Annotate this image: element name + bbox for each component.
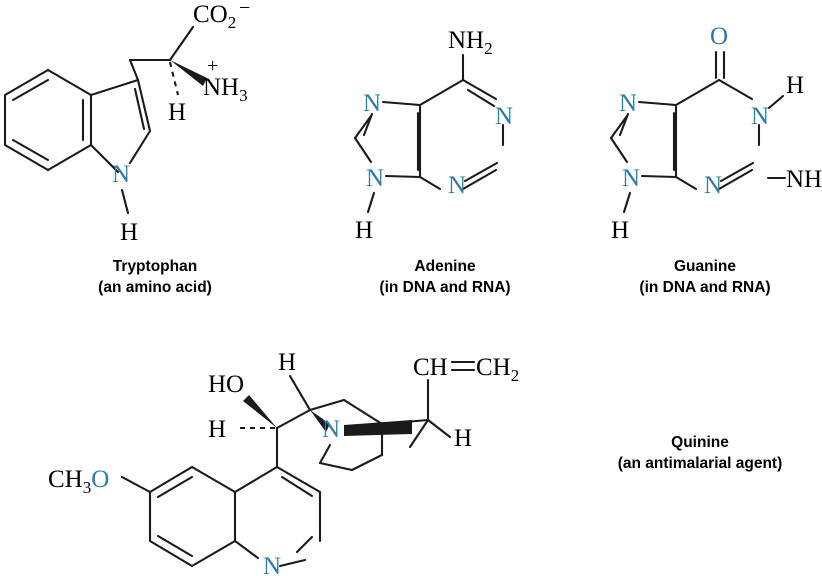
adenine-n9: N [366, 165, 384, 192]
adenine-pyrimidine-ring [418, 78, 505, 191]
adenine-n7: N [363, 90, 381, 117]
tryptophan-indole-nitrogen: N [112, 161, 130, 188]
guanine-n7: N [619, 90, 637, 117]
tryptophan-pyrrole-ring [89, 78, 152, 174]
structure-quinine: N CH3O HO H H [48, 349, 519, 576]
caption-tryptophan: Tryptophan (an amino acid) [20, 256, 290, 298]
guanine-pyrimidinone-ring [674, 78, 761, 191]
quinine-wedge-to-hydroxyl [243, 395, 277, 428]
tryptophan-alpha-hydrogen: H [168, 99, 186, 126]
svg-text:CO2: CO2 [193, 1, 236, 32]
adenine-n1: N [495, 103, 513, 130]
guanine-amino-label: NH2 [786, 166, 822, 197]
caption-tryptophan-line1: Tryptophan [112, 258, 198, 275]
caption-guanine-line2: (in DNA and RNA) [639, 279, 771, 296]
guanine-n9: N [622, 165, 640, 192]
quinine-benzene-ring [148, 465, 237, 568]
guanine-carbonyl-oxygen: O [710, 23, 728, 50]
tryptophan-indole-nh-hydrogen: H [120, 219, 138, 246]
caption-adenine-line2: (in DNA and RNA) [379, 279, 511, 296]
guanine-n1-hydrogen: H [786, 72, 804, 99]
guanine-n9-hydrogen: H [611, 217, 629, 244]
structure-guanine: N N N N H H O NH2 [609, 23, 822, 244]
adenine-n3: N [448, 172, 466, 199]
adenine-n9-hydrogen: H [355, 217, 373, 244]
caption-quinine: Quinine (an antimalarial agent) [580, 432, 820, 474]
quinine-wedge-to-quinuclidine-nitrogen [310, 410, 330, 432]
svg-text:CH: CH [413, 354, 448, 381]
tryptophan-carboxylate-label: CO2 − [193, 0, 250, 32]
quinine-bold-bridge-bond [344, 420, 412, 436]
caption-adenine-line1: Adenine [414, 258, 476, 275]
quinine-hydroxyl-label: HO [208, 371, 244, 398]
quinine-pyridine-ring [233, 465, 322, 568]
svg-text:CH2: CH2 [476, 354, 519, 385]
quinine-carbinol-hydrogen: H [208, 416, 226, 443]
caption-guanine: Guanine (in DNA and RNA) [590, 256, 820, 298]
svg-text:+: + [207, 55, 218, 77]
quinine-quinoline-nitrogen: N [263, 553, 281, 576]
quinine-methoxy-label: CH3O [48, 466, 109, 497]
guanine-imidazole-ring [609, 100, 678, 179]
caption-guanine-line1: Guanine [673, 258, 736, 275]
tryptophan-wedge-to-ammonium [170, 60, 207, 86]
svg-text:−: − [239, 0, 250, 19]
tryptophan-benzene-ring [3, 68, 93, 172]
quinine-vinyl-label: CH CH2 [413, 354, 519, 385]
guanine-n1: N [751, 103, 769, 130]
caption-adenine: Adenine (in DNA and RNA) [330, 256, 560, 298]
quinine-bridge-hydrogen-right: H [454, 425, 472, 452]
structure-adenine: N N N N H NH2 [353, 27, 513, 244]
caption-quinine-line1: Quinine [671, 434, 729, 451]
guanine-n3: N [704, 172, 722, 199]
adenine-amino-label: NH2 [448, 27, 493, 58]
tryptophan-dashed-bond-to-h [168, 61, 180, 96]
caption-tryptophan-line2: (an amino acid) [98, 279, 212, 296]
adenine-imidazole-ring [353, 100, 422, 179]
quinine-quinuclidine-nitrogen: N [322, 416, 340, 443]
structure-tryptophan: N H H CO2 − . + NH3 [3, 0, 250, 246]
quinine-bridge-hydrogen-top: H [278, 349, 296, 376]
svg-text:NH3: NH3 [203, 74, 248, 105]
caption-quinine-line2: (an antimalarial agent) [617, 455, 783, 472]
